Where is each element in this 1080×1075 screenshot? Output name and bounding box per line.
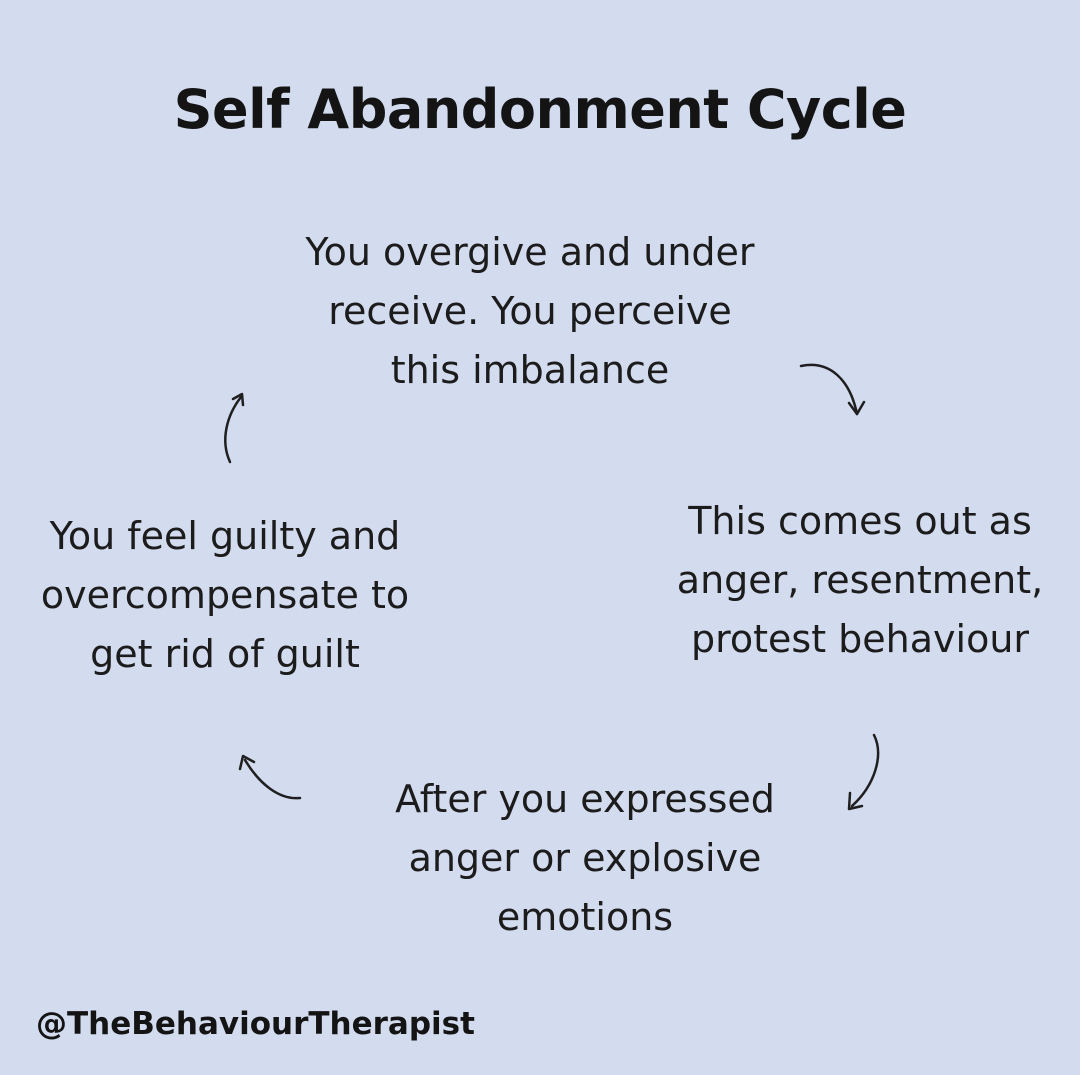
arrow-top-left-icon: [224, 392, 245, 464]
step-line: You overgive and under: [305, 230, 755, 274]
step-line: overcompensate to: [40, 573, 410, 617]
cycle-step-overgive: You overgive and under receive. You perc…: [250, 223, 810, 400]
step-line: protest behaviour: [690, 617, 1030, 661]
author-handle: @TheBehaviourTherapist: [36, 1006, 475, 1042]
cycle-step-expressed: After you expressed anger or explosive e…: [355, 770, 815, 947]
step-line: anger or explosive: [408, 836, 762, 880]
cycle-step-guilt: You feel guilty and overcompensate to ge…: [10, 507, 440, 684]
step-line: receive. You perceive: [328, 289, 732, 333]
step-line: anger, resentment,: [676, 558, 1044, 602]
arrow-top-right-icon: [799, 363, 866, 416]
step-line: get rid of guilt: [90, 632, 360, 676]
diagram-title: Self Abandonment Cycle: [173, 78, 907, 141]
arrow-bottom-left-icon: [238, 754, 302, 800]
step-line: this imbalance: [390, 348, 670, 392]
step-line: This comes out as: [688, 499, 1032, 543]
step-line: You feel guilty and: [49, 514, 401, 558]
arrow-bottom-right-icon: [847, 733, 880, 811]
cycle-step-anger: This comes out as anger, resentment, pro…: [640, 492, 1080, 669]
step-line: emotions: [496, 895, 674, 939]
step-line: After you expressed: [395, 777, 775, 821]
